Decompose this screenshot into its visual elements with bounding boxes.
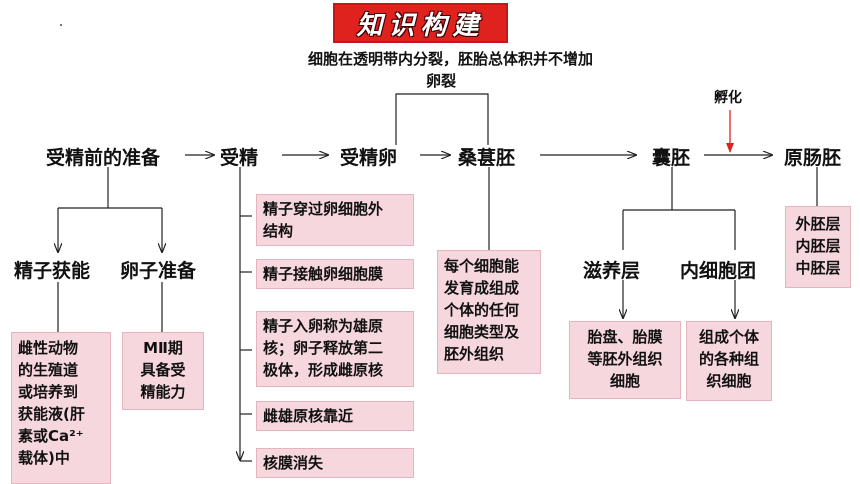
morula-detail-line: 细胞类型及 [444,323,520,341]
fertilization-step-4: 雌雄原核靠近 [256,401,414,431]
fertilization-step-1: 精子穿过卵细胞外 结构 [256,194,414,246]
sperm-detail-line: 的生殖道 [18,361,79,379]
germ-layers-box: 外胚层 内胚层 中胚层 [785,206,851,288]
sperm-detail-line: 载体)中 [18,449,70,467]
step-text: 精子入卵称为雄原 [263,317,384,335]
germ-layer-ectoderm: 外胚层 [795,215,841,233]
sperm-detail-line: 或培养到 [18,383,79,401]
step-text: 精子接触卵细胞膜 [263,265,384,283]
trophoblast-detail-line: 等胚外组织 [587,350,663,368]
fertilization-step-5: 核膜消失 [256,448,414,478]
egg-detail-line: MⅡ期 [143,339,183,357]
sperm-capacitation-label: 精子获能 [14,260,91,282]
fertilization-step-3: 精子入卵称为雄原 核；卵子释放第二 极体，形成雌原核 [256,311,414,387]
inner-mass-detail-line: 织细胞 [706,372,752,390]
step-text: 核；卵子释放第二 [263,339,384,357]
egg-preparation-box: MⅡ期 具备受 精能力 [122,332,204,410]
title-banner: 知识构建 [333,3,508,43]
sperm-detail-line: 素或Ca²⁺ [18,427,84,445]
sperm-detail-line: 获能液(肝 [18,405,85,423]
page-title: 知识构建 [356,10,485,41]
morula-detail-line: 胚外组织 [444,345,505,363]
trophoblast-detail-box: 胎盘、胎膜 等胚外组织 细胞 [569,321,681,399]
cleavage-label: 卵裂 [426,72,457,90]
cleavage-annotation: 细胞在透明带内分裂，胚胎总体积并不增加 [308,50,594,68]
morula-detail-box: 每个细胞能 发育成组成 个体的任何 细胞类型及 胚外组织 [437,250,541,374]
egg-detail-line: 具备受 [140,361,186,379]
node-morula: 桑葚胚 [458,147,516,169]
egg-detail-line: 精能力 [140,383,186,401]
node-zygote: 受精卵 [340,147,398,169]
node-pre-fertilization-prep: 受精前的准备 [46,147,161,169]
step-text: 雌雄原核靠近 [263,407,354,425]
node-gastrula: 原肠胚 [784,147,842,169]
egg-preparation-label: 卵子准备 [120,260,197,282]
hatching-label: 孵化 [714,90,742,106]
trophoblast-detail-line: 胎盘、胎膜 [587,328,663,346]
step-text: 结构 [263,222,294,240]
fertilization-step-2: 精子接触卵细胞膜 [256,259,414,289]
germ-layer-endoderm: 内胚层 [795,237,841,255]
inner-cell-mass-detail-box: 组成个体 的各种组 织细胞 [686,321,772,401]
morula-detail-line: 个体的任何 [444,301,520,319]
trophoblast-label: 滋养层 [583,260,641,282]
sperm-detail-line: 雌性动物 [18,339,79,357]
sperm-capacitation-box: 雌性动物 的生殖道 或培养到 获能液(肝 素或Ca²⁺ 载体)中 [11,332,111,484]
node-fertilization: 受精 [220,147,259,169]
step-text: 精子穿过卵细胞外 [263,200,384,218]
morula-detail-line: 发育成组成 [444,279,520,297]
morula-detail-line: 每个细胞能 [444,257,520,275]
inner-mass-detail-line: 的各种组 [698,350,759,368]
step-text: 极体，形成雌原核 [263,361,384,379]
trophoblast-detail-line: 细胞 [609,372,640,390]
inner-cell-mass-label: 内细胞团 [680,260,757,282]
node-blastocyst: 囊胚 [652,147,691,169]
cleavage-bracket [395,93,489,145]
inner-mass-detail-line: 组成个体 [698,328,759,346]
step-text: 核膜消失 [263,454,324,472]
germ-layer-mesoderm: 中胚层 [795,259,841,277]
stray-dot [60,24,62,26]
